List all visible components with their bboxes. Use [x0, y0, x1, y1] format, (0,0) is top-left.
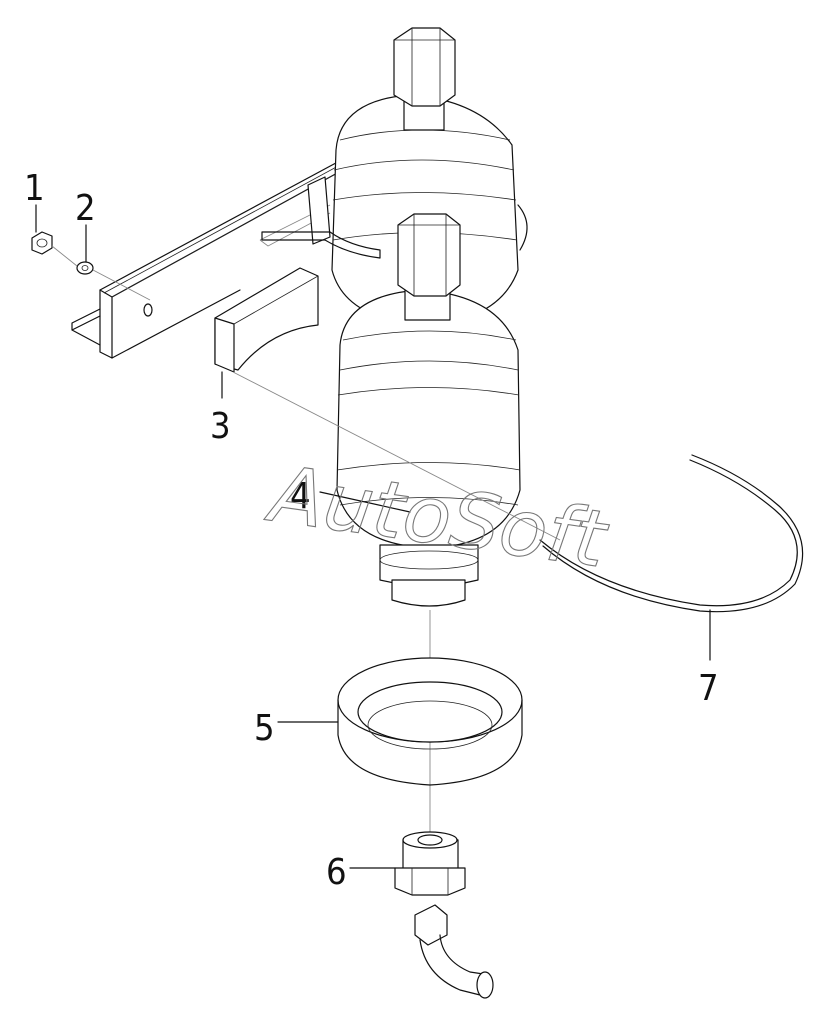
callout-3: 3: [210, 406, 231, 447]
part-1-nut: [31, 231, 53, 255]
part-6-fitting: [394, 831, 466, 896]
rear-strap: [261, 176, 381, 259]
part-2-washer: [76, 261, 94, 275]
callout-2: 2: [75, 188, 96, 229]
callout-5: 5: [254, 708, 275, 749]
leader-lines: [35, 204, 711, 869]
callout-6: 6: [326, 852, 347, 893]
front-accumulator: [336, 213, 521, 607]
elbow-fitting: [414, 904, 494, 999]
callout-4: 4: [290, 476, 311, 517]
callout-1: 1: [24, 168, 45, 209]
part-5-seal-ring: [337, 657, 523, 786]
part-7-hose: [539, 454, 804, 613]
part-3-clamp: [214, 267, 319, 373]
callout-7: 7: [698, 668, 719, 709]
